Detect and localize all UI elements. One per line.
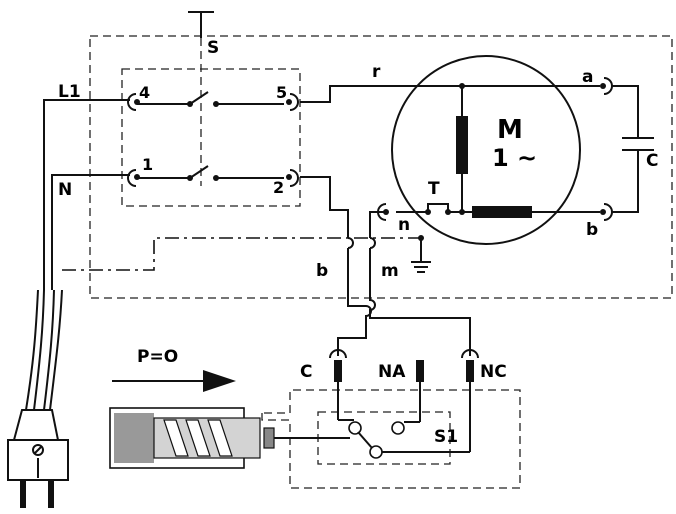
label-terminal-2: 2 [273,178,284,197]
label-terminal-a: a [582,67,593,87]
terminal-pnc [461,349,479,452]
pressure-switch-box [261,389,521,489]
label-l1: L1 [58,82,81,102]
label-pressure-na: NA [378,362,406,382]
label-wire-r: r [372,62,381,82]
wire-n-hop [369,237,376,249]
pressure-arrow-head [203,370,236,392]
earth-line [62,237,420,271]
label-motor-phase: 1 ~ [492,144,537,172]
label-pressure-c: C [300,362,312,382]
mains-plug [7,409,69,508]
terminal-pc [329,349,347,420]
label-pressure: P=O [137,347,178,367]
housing-outline [89,35,673,299]
cap-lead-top [612,85,639,138]
label-n: N [58,180,72,200]
label-terminal-n: n [398,215,410,235]
cable-core-1 [33,289,45,411]
wire-l1 [43,99,130,290]
wire-n-down [369,211,384,238]
switch-contact-upper [137,91,284,107]
label-terminal-4: 4 [139,83,150,102]
wire-to-nc [369,248,471,356]
wire-n [51,174,130,290]
label-pressure-nc: NC [480,362,507,382]
thermal-protector [396,203,462,215]
motor-circle [391,55,581,245]
motor-node-top [459,83,465,89]
terminal-n [377,203,389,221]
terminal-5 [286,93,299,111]
wire-from-2 [300,176,349,238]
cable-left [25,289,39,411]
label-capacitor: C [646,151,658,171]
terminal-pna [416,360,424,422]
label-s1: S1 [434,427,458,447]
label-wire-b: b [316,261,328,281]
label-switch-s: S [207,38,219,58]
pressure-piston [109,407,350,469]
terminal-b [600,203,613,221]
switch-contact-lower [137,165,284,181]
wire-b [337,248,372,356]
label-terminal-b: b [586,220,598,240]
cap-lead-bottom [612,150,639,213]
wire-r [300,85,600,103]
terminal-a [600,77,613,95]
label-thermal-t: T [428,179,440,199]
label-terminal-5: 5 [276,83,287,102]
label-motor-m: M [497,115,523,145]
label-terminal-m: m [381,261,399,281]
wire-b-hop-1 [347,237,354,249]
switch-box [121,68,301,207]
s1-contact [338,419,470,459]
terminal-2 [286,169,299,187]
terminal-1 [127,169,140,187]
label-terminal-1: 1 [142,155,153,174]
main-winding [456,116,468,174]
cable-core-2 [43,289,55,411]
terminal-4 [127,93,140,111]
cable-right [49,289,63,411]
